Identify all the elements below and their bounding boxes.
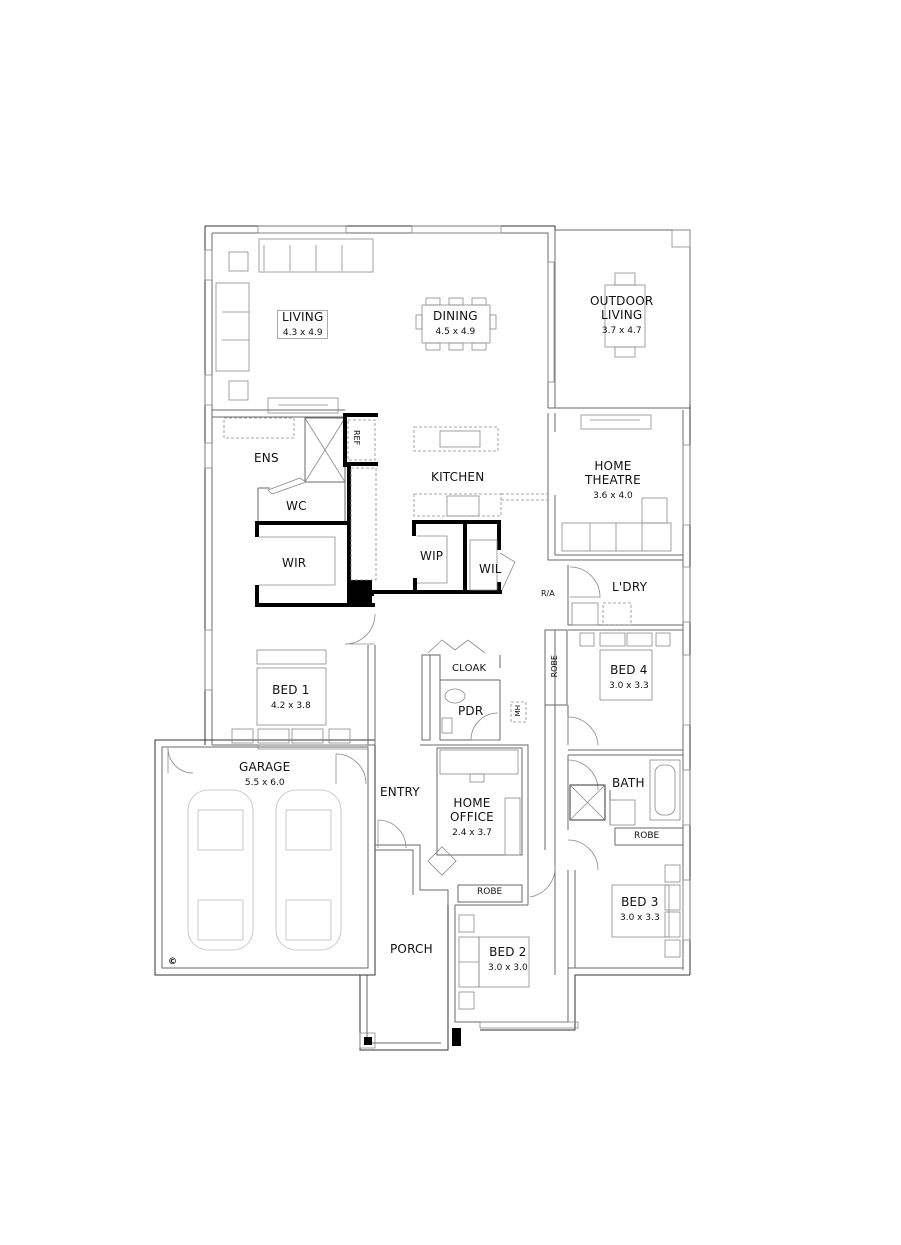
room-label-pdr: PDR [458,704,484,718]
room-label-ens: ENS [254,451,279,465]
room-label-entry: ENTRY [380,785,420,799]
room-label-wir: WIR [282,556,307,570]
room-label-bath: BATH [612,776,645,790]
room-label-laundry: L'DRY [612,580,648,594]
fixture-label-robe-office: ROBE [477,887,503,897]
room-label-wil: WIL [479,562,502,576]
room-label-cloak: CLOAK [452,663,487,674]
internal-walls [212,407,684,975]
room-label-porch: PORCH [390,942,433,956]
fixture-label-ra: R/A [541,589,555,598]
windows [204,225,691,1029]
fixture-label-mh: MH [514,705,522,717]
doors [167,477,601,898]
room-label-wip: WIP [420,549,444,563]
copyright-icon: © [168,957,177,967]
thick-walls [255,413,502,607]
fixture-label-ref: REF [352,430,361,446]
fixture-label-robe-bed4: ROBE [550,655,559,678]
room-label-wc: WC [286,499,307,513]
furniture [187,238,681,1049]
outer-walls [154,225,691,1051]
room-label-kitchen: KITCHEN [431,470,485,484]
fixture-label-robe-bath: ROBE [634,831,660,841]
